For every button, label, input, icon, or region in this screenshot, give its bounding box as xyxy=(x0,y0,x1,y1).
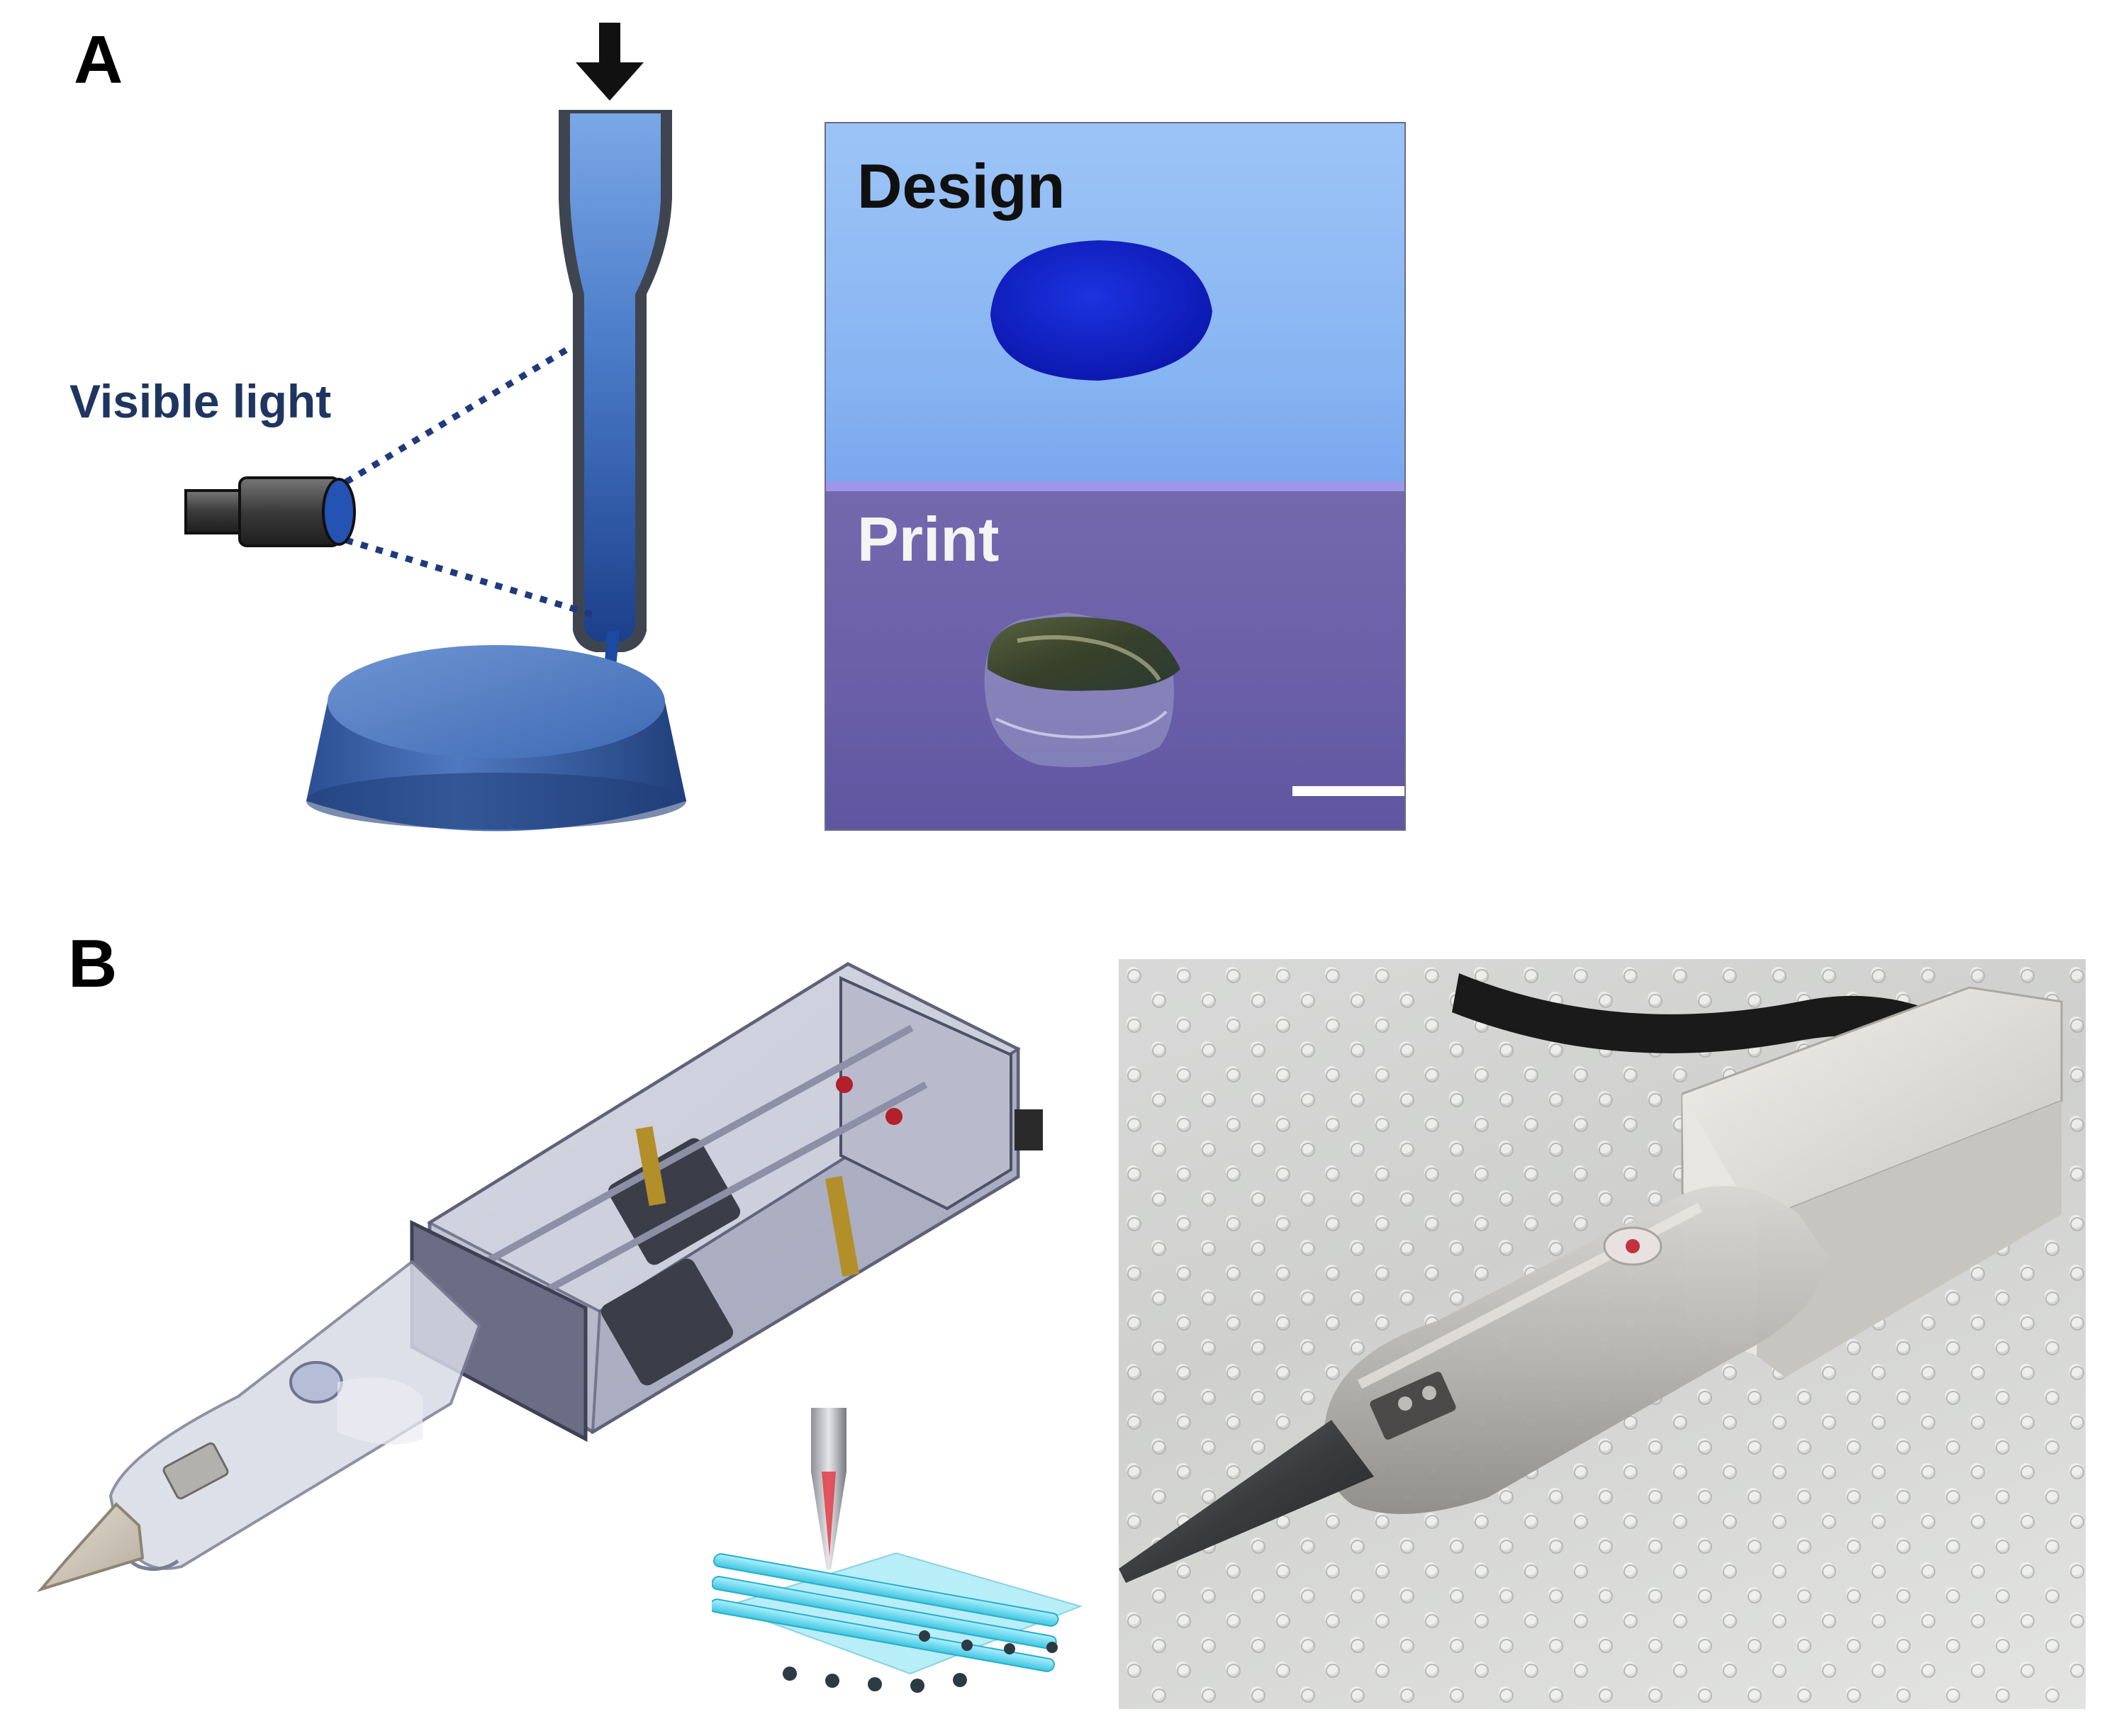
design-print-image: Design Print xyxy=(825,122,1406,831)
printer-metal-tip xyxy=(1119,1420,1374,1583)
scaffold-inset xyxy=(712,1394,1085,1715)
print-label: Print xyxy=(857,504,1000,574)
handheld-printer-cad-render xyxy=(36,962,1043,1592)
print-platform xyxy=(306,645,686,831)
nozzle-icon xyxy=(559,110,672,712)
handheld-printer-photo xyxy=(1119,959,2086,1709)
printed-object xyxy=(984,612,1180,768)
light-beam xyxy=(344,345,597,619)
design-label: Design xyxy=(857,151,1066,221)
panel-a-label: A xyxy=(74,22,123,98)
design-shape xyxy=(990,240,1212,381)
printer-cartridge xyxy=(1324,1186,1828,1514)
panel-b-label: B xyxy=(68,926,118,1002)
cartridge-body xyxy=(108,1260,481,1572)
region-divider xyxy=(826,481,1404,491)
nozzle-tip-icon xyxy=(36,1502,145,1592)
visible-light-label: Visible light xyxy=(69,375,332,427)
pressure-arrow-icon xyxy=(576,23,644,101)
scale-bar xyxy=(1292,786,1404,796)
extrusion-schematic xyxy=(184,23,686,831)
motor-housing xyxy=(410,962,1043,1443)
light-source-icon xyxy=(184,476,356,547)
